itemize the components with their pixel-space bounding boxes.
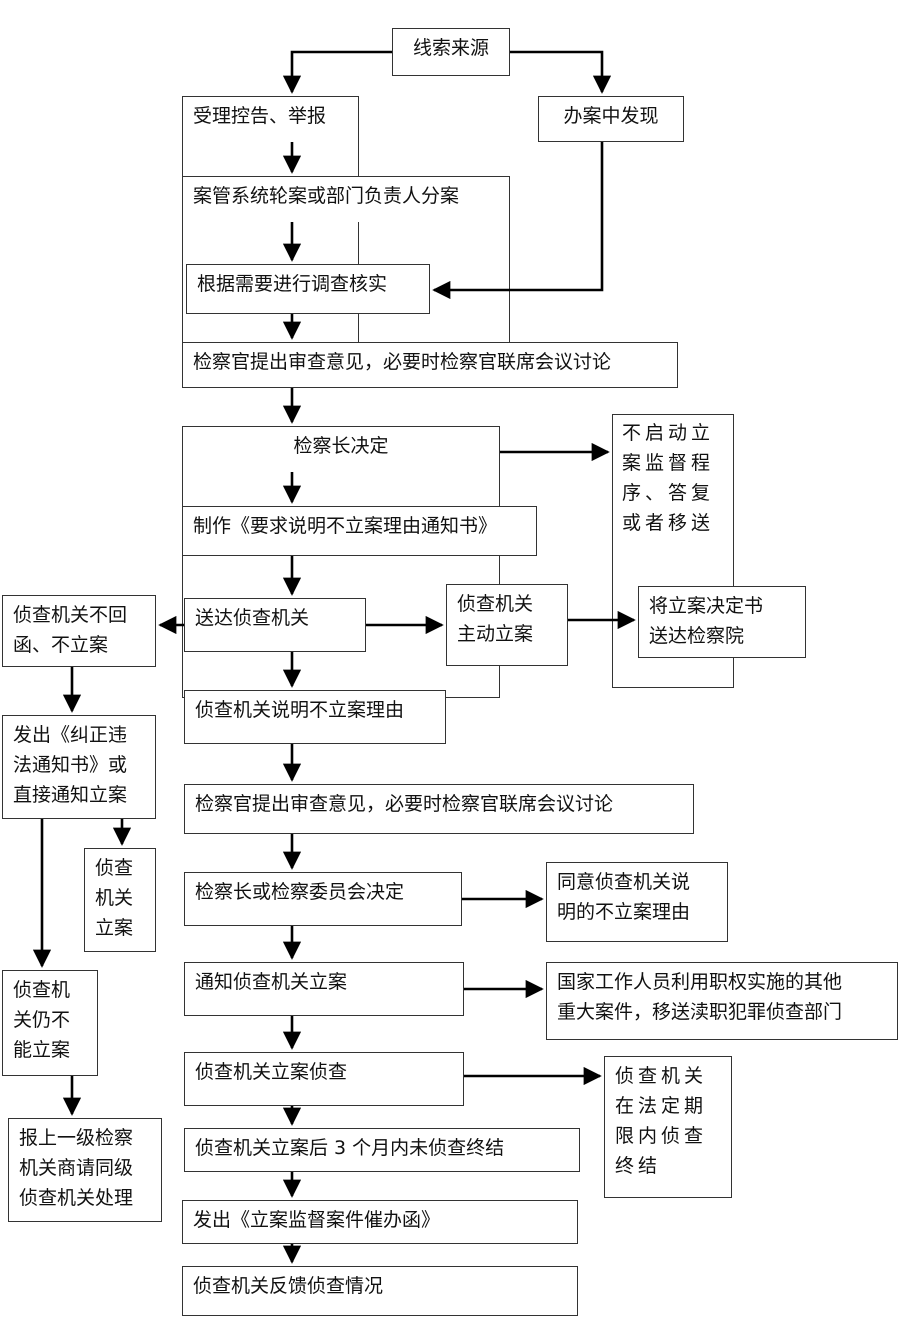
node-accept-report: 受理控告、举报	[182, 96, 359, 142]
node-prosecutor-opinion-1: 检察官提出审查意见，必要时检察官联席会议讨论	[182, 342, 678, 388]
node-urge-letter: 发出《立案监督案件催办函》	[182, 1200, 578, 1244]
arrow-source-to-found	[510, 50, 612, 94]
node-source: 线索来源	[392, 28, 510, 76]
node-agree-reason: 同意侦查机关说 明的不立案理由	[546, 862, 728, 942]
node-police-investigate: 侦查机关立案侦查	[184, 1052, 464, 1106]
node-send-decision: 将立案决定书 送达检察院	[638, 586, 806, 658]
node-police-file-case: 侦查 机关 立案	[84, 848, 156, 952]
node-report-superior: 报上一级检察 机关商请同级 侦查机关处理	[8, 1118, 162, 1222]
node-police-explain: 侦查机关说明不立案理由	[184, 690, 446, 744]
node-police-conclude: 侦查机关 在法定期 限内侦查 终结	[604, 1056, 732, 1198]
node-police-file-active: 侦查机关 主动立案	[446, 584, 568, 666]
node-assign-case: 案管系统轮案或部门负责人分案	[182, 176, 510, 222]
node-chief-decides: 检察长决定	[182, 426, 500, 472]
node-notify-file: 通知侦查机关立案	[184, 962, 464, 1016]
frame-no-supervision-group	[612, 414, 734, 688]
node-three-months: 侦查机关立案后 3 个月内未侦查终结	[184, 1128, 580, 1172]
node-no-supervision: 不启动立 案监督程 序、答复 或者移送	[622, 422, 715, 534]
arrow-found-to-verify	[432, 142, 604, 300]
node-state-staff: 国家工作人员利用职权实施的其他 重大案件，移送渎职犯罪侦查部门	[546, 962, 898, 1040]
node-make-notice: 制作《要求说明不立案理由通知书》	[182, 506, 537, 556]
node-issue-correction: 发出《纠正违 法通知书》或 直接通知立案	[2, 715, 156, 819]
node-feedback: 侦查机关反馈侦查情况	[182, 1266, 578, 1316]
arrow-source-to-accept	[282, 50, 392, 94]
node-chief-or-committee: 检察长或检察委员会决定	[184, 872, 462, 926]
node-deliver-police: 送达侦查机关	[184, 598, 366, 652]
node-prosecutor-opinion-2: 检察官提出审查意见，必要时检察官联席会议讨论	[184, 784, 694, 834]
node-police-no-reply: 侦查机关不回 函、不立案	[2, 595, 156, 667]
node-investigate-verify: 根据需要进行调查核实	[186, 264, 430, 314]
node-police-still-no: 侦查机 关仍不 能立案	[2, 970, 98, 1076]
node-found-in-case: 办案中发现	[538, 96, 684, 142]
